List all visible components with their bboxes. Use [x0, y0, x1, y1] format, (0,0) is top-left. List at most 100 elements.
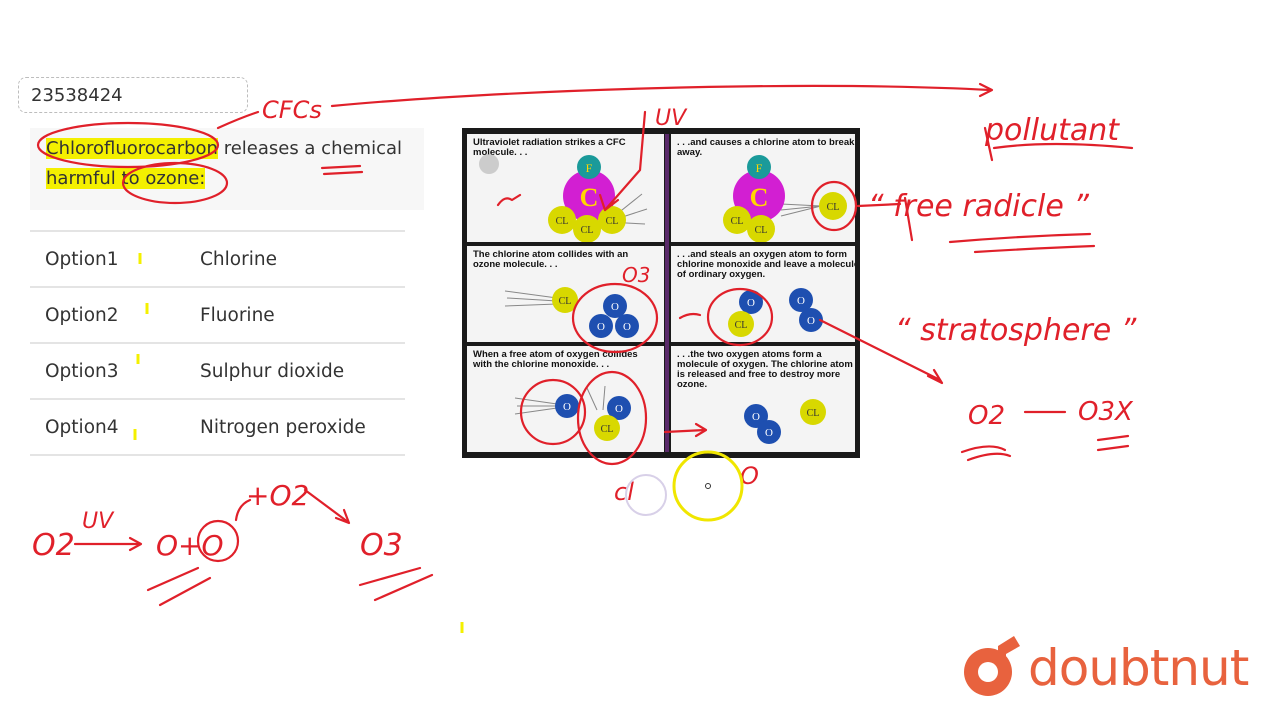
- chlorine-label: CL: [601, 424, 614, 435]
- option-value: Chlorine: [200, 230, 405, 288]
- option-row[interactable]: Option2 Fluorine: [30, 286, 405, 344]
- option-value: Fluorine: [200, 286, 405, 344]
- oxygen-atom: [757, 420, 781, 444]
- fluorine-label: F: [756, 161, 763, 175]
- pollutant-label: pollutant: [984, 113, 1120, 148]
- chlorine-atom: [723, 206, 751, 234]
- figure-panel-1: Ultraviolet radiation strikes a CFC mole…: [467, 134, 664, 242]
- panel-caption: . . .and causes a chlorine atom to break…: [677, 137, 855, 158]
- oxygen-label: O: [752, 411, 760, 423]
- bond-curve: [234, 498, 252, 522]
- chlorine-label: CL: [556, 216, 569, 227]
- chlorine-label: CL: [559, 296, 572, 307]
- cfcs-label: CFCs: [262, 96, 322, 124]
- o-label: O: [740, 462, 759, 490]
- panel-caption: Ultraviolet radiation strikes a CFC mole…: [473, 137, 626, 158]
- chlorine-breakaway-graphic: C F CL CL CL: [723, 155, 847, 242]
- figure-panel-4: . . .and steals an oxygen atom to form c…: [671, 246, 855, 342]
- chlorine-label: CL: [606, 216, 619, 227]
- figure-panel-2: . . .and causes a chlorine atom to break…: [671, 134, 855, 242]
- pointer-trail-circle: [625, 474, 667, 516]
- question-text: Chlorofluorocarbon releases a chemical h…: [30, 128, 424, 210]
- question-keyword: Chlorofluorocarbon: [46, 138, 218, 159]
- oxygen-molecule-graphic: O O CL: [744, 399, 826, 444]
- oxygen-label: O: [797, 295, 805, 307]
- cfcs-connector: [216, 110, 260, 130]
- reaction-o-plus-o: O+O: [156, 529, 224, 562]
- chlorine-label: CL: [827, 202, 840, 213]
- carbon-atom: [733, 170, 785, 222]
- reaction-plus-o2: +O2: [246, 479, 309, 512]
- panel-caption: . . .and steals an oxygen atom to form c…: [677, 249, 855, 280]
- oxygen-label: O: [765, 427, 773, 439]
- chlorine-label: CL: [755, 225, 768, 236]
- radicle-underline: [948, 232, 1096, 254]
- fluorine-atom: [747, 155, 771, 179]
- reaction-arrow-2-head: [334, 508, 351, 525]
- carbon-label: C: [750, 183, 769, 212]
- figure-divider: [665, 134, 669, 452]
- oxygen-label: O: [615, 403, 623, 415]
- chlorine-atom: [598, 206, 626, 234]
- stroke-mark: [903, 196, 914, 242]
- ozone-depletion-figure: Ultraviolet radiation strikes a CFC mole…: [462, 128, 860, 458]
- option-row[interactable]: Option3 Sulphur dioxide: [30, 342, 405, 400]
- chlorine-label: CL: [735, 320, 748, 331]
- pointer-highlight-circle: [672, 450, 744, 522]
- panel-caption: The chlorine atom collides with an ozone…: [473, 249, 629, 270]
- question-end: harmful to ozone:: [46, 168, 206, 189]
- reaction-arrow-2: [303, 488, 350, 524]
- option-row[interactable]: Option1 Chlorine: [30, 230, 405, 288]
- oxygen-label: O: [807, 315, 815, 327]
- chlorine-atom: [747, 215, 775, 242]
- option-value: Nitrogen peroxide: [200, 398, 405, 456]
- chlorine-atom: [800, 399, 826, 425]
- logo-wordmark: doubtnut: [1028, 639, 1249, 697]
- o-underline: [146, 566, 212, 607]
- oxygen-label: O: [563, 401, 571, 413]
- chlorine-label: CL: [731, 216, 744, 227]
- option-row[interactable]: Option4 Nitrogen peroxide: [30, 398, 405, 456]
- panel-caption: . . .the two oxygen atoms form a molecul…: [677, 349, 853, 390]
- chlorine-ozone-collision-graphic: CL O O O: [504, 287, 639, 338]
- reaction-o2: O2: [32, 528, 75, 563]
- chlorine-label: CL: [581, 225, 594, 236]
- option-label: Option1: [30, 230, 200, 288]
- o2-underline: [960, 445, 1012, 462]
- chlorine-atom: [573, 215, 601, 242]
- option-value: Sulphur dioxide: [200, 342, 405, 400]
- question-id: 23538424: [18, 77, 248, 113]
- pointer-head: [926, 368, 944, 385]
- equation-o3x: O3X: [1078, 397, 1134, 427]
- option-label: Option2: [30, 286, 200, 344]
- oxygen-atom: [799, 308, 823, 332]
- chlorine-atom: [552, 287, 578, 313]
- pollutant-underline: [983, 126, 1134, 162]
- oxygen-collision-graphic: O O CL: [514, 385, 631, 441]
- figure-panel-3: The chlorine atom collides with an ozone…: [467, 246, 664, 342]
- cfc-molecule-graphic: C F CL CL CL: [479, 154, 648, 242]
- figure-panel-5: When a free atom of oxygen collides with…: [467, 346, 664, 452]
- oxygen-label: O: [623, 321, 631, 333]
- carbon-label: C: [580, 183, 599, 212]
- o3-underline: [358, 566, 434, 602]
- figure-panel-6: . . .the two oxygen atoms form a molecul…: [671, 346, 855, 452]
- fluorine-label: F: [586, 161, 593, 175]
- doubtnut-icon: [964, 636, 1020, 696]
- oxygen-atom-circle: [196, 519, 240, 563]
- arrow-head: [978, 82, 994, 98]
- reaction-uv: UV: [82, 509, 115, 534]
- options-table: Option1 Chlorine Option2 Fluorine Option…: [30, 230, 405, 456]
- equation-o2: O2: [968, 401, 1005, 431]
- option-label: Option4: [30, 398, 200, 456]
- radicle-connector: [856, 202, 902, 208]
- oxygen-atom: [744, 404, 768, 428]
- reaction-arrow-1-head: [128, 536, 143, 552]
- stratosphere-label: “ stratosphere ”: [895, 313, 1137, 348]
- long-arrow: [330, 84, 992, 108]
- oxygen-label: O: [611, 301, 619, 313]
- cl-label: cl: [614, 478, 634, 506]
- free-radicle-label: “ free radicle ”: [868, 189, 1089, 224]
- question-mid: releases a chemical: [217, 138, 403, 159]
- close-icon: [479, 154, 499, 174]
